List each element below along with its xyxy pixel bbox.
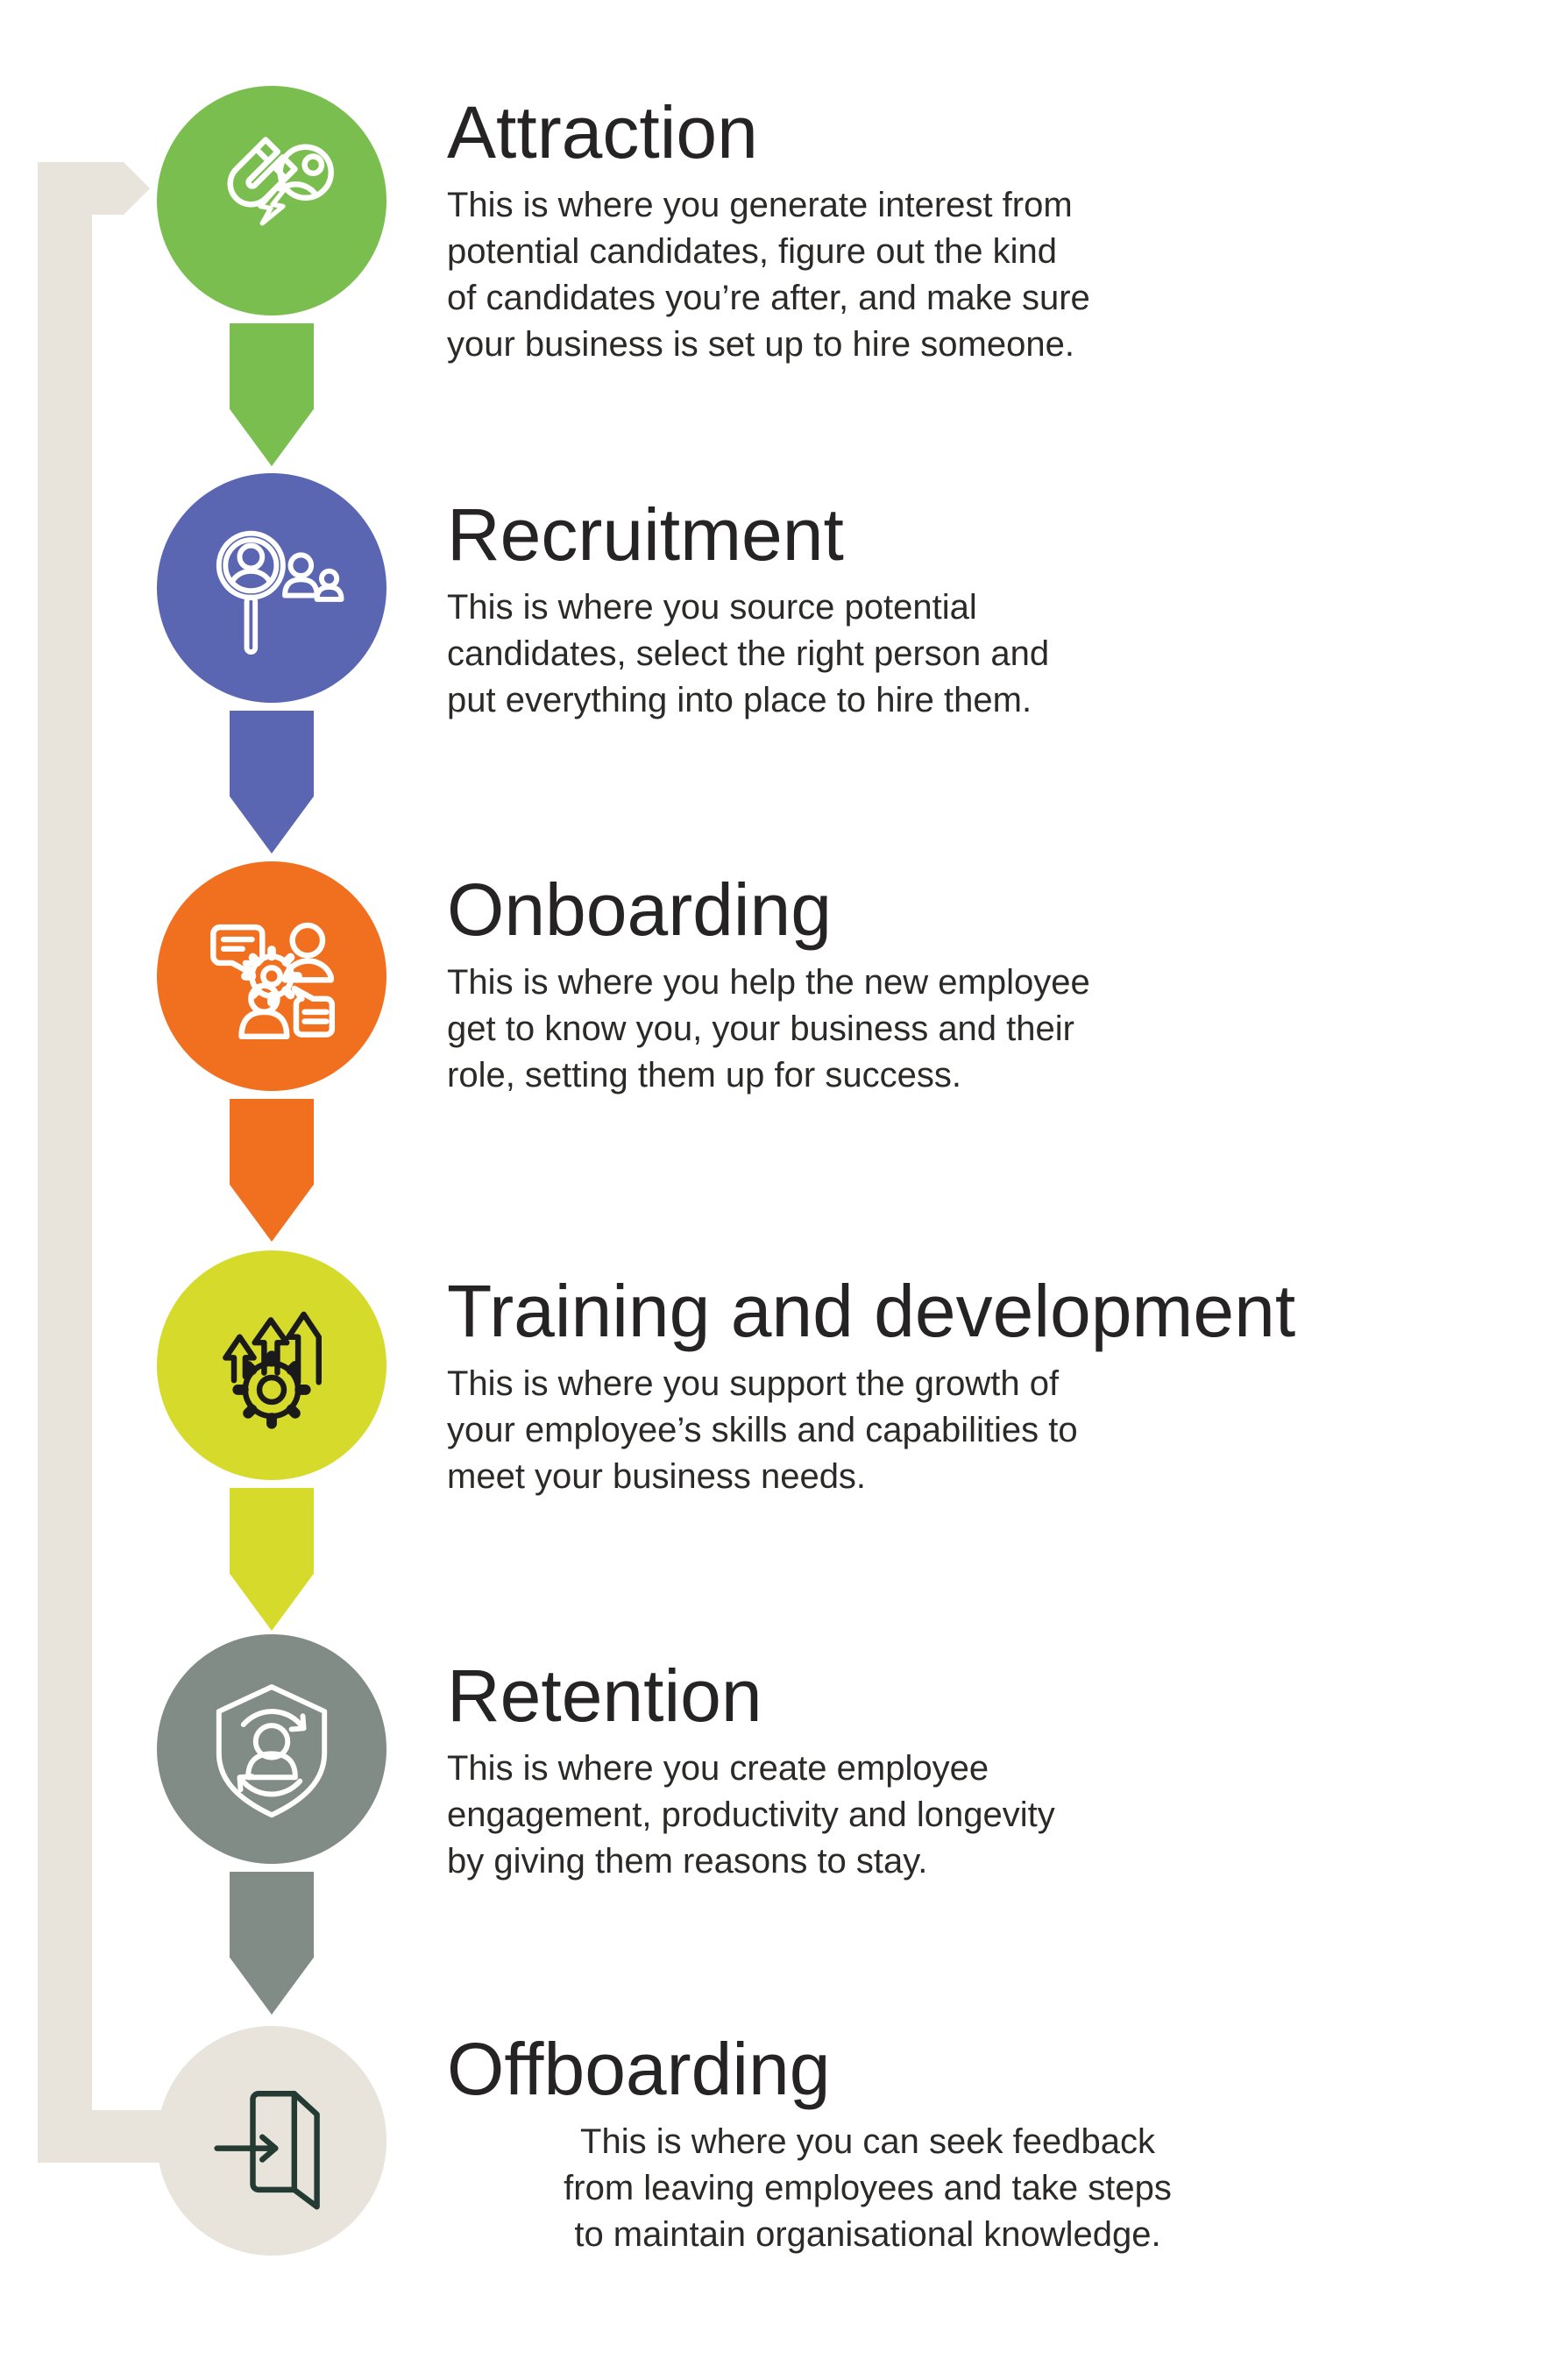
flow-arrow-down — [230, 1099, 314, 1242]
offboarding-stage-circle — [157, 2026, 386, 2256]
stage-title: Onboarding — [447, 868, 832, 951]
stage-description: This is where you generate interest from… — [447, 186, 1090, 364]
flow-arrow-down — [230, 323, 314, 466]
training-text-block: Training and development This is where y… — [447, 1273, 1306, 1500]
recruitment-stage-circle — [157, 473, 386, 703]
stage-description: This is where you support the growth of … — [447, 1364, 1078, 1496]
cycle-connector-vertical-bar — [38, 162, 92, 2163]
cycle-connector-bottom-bar — [38, 2110, 169, 2163]
flow-arrow-down — [230, 1872, 314, 2015]
training-stage-circle — [157, 1250, 386, 1480]
stage-description: This is where you source potential candi… — [447, 588, 1050, 719]
stage-description: This is where you create employee engage… — [447, 1749, 1055, 1881]
flow-arrow-down — [230, 1488, 314, 1631]
stage-description: This is where you can seek feedback from… — [564, 2122, 1172, 2254]
stage-description: This is where you help the new employee … — [447, 963, 1090, 1094]
attraction-text-block: Attraction This is where you generate in… — [447, 95, 1306, 368]
exit-door-icon — [196, 2065, 347, 2216]
onboarding-stage-circle — [157, 861, 386, 1091]
stage-title: Attraction — [447, 91, 758, 174]
magnet-icon — [196, 125, 347, 276]
recruitment-text-block: Recruitment This is where you source pot… — [447, 497, 1306, 724]
cycle-connector-top-bar — [38, 162, 124, 215]
gear-growth-arrows-icon — [196, 1290, 347, 1441]
stage-title: Recruitment — [447, 493, 844, 576]
attraction-stage-circle — [157, 86, 386, 315]
people-gear-chat-icon — [196, 901, 347, 1052]
retention-stage-circle — [157, 1634, 386, 1864]
stage-title: Retention — [447, 1654, 762, 1737]
stage-title: Offboarding — [447, 2028, 831, 2110]
onboarding-text-block: Onboarding This is where you help the ne… — [447, 872, 1306, 1099]
flow-arrow-down — [230, 711, 314, 854]
stage-title: Training and development — [447, 1270, 1296, 1352]
shield-person-refresh-icon — [196, 1674, 347, 1824]
offboarding-text-block: Offboarding This is where you can seek f… — [447, 2031, 1306, 2258]
cycle-connector-arrowhead-icon — [124, 162, 150, 215]
retention-text-block: Retention This is where you create emplo… — [447, 1658, 1306, 1885]
magnifier-people-icon — [196, 513, 347, 663]
